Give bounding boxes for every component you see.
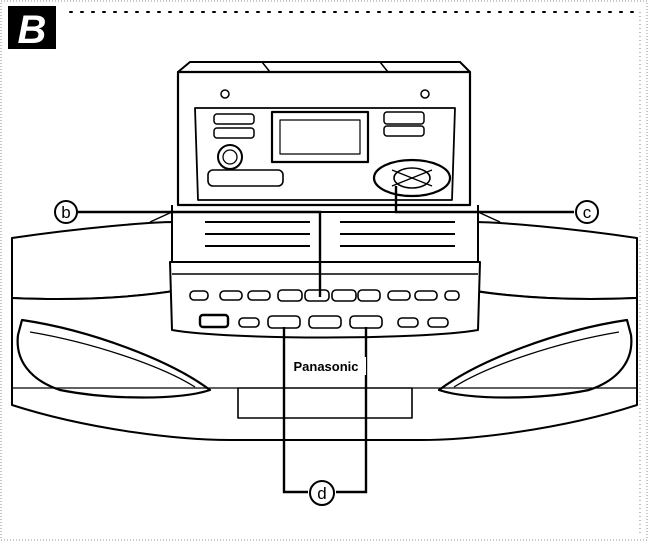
center-block: [171, 211, 479, 263]
brand-label: Panasonic: [293, 359, 358, 374]
left-speaker-grille: [16, 318, 212, 399]
leader-line-d: [282, 327, 368, 494]
leader-line-c: [394, 186, 574, 214]
callout-c-label: c: [583, 203, 592, 222]
callout-d-label: d: [317, 484, 326, 503]
boombox: [11, 61, 638, 441]
section-badge: B: [8, 6, 56, 52]
right-speaker-grille: [437, 318, 633, 399]
brand-backdrop: [286, 357, 366, 375]
callout-d: d: [309, 480, 335, 506]
lcd-display: [270, 110, 370, 164]
left-speaker-wing: [11, 221, 181, 301]
callout-c: c: [575, 200, 599, 224]
section-badge-letter: B: [18, 8, 47, 52]
right-speaker-wing: [469, 221, 638, 301]
leader-line-b: [78, 210, 322, 297]
button-row-top: [189, 289, 460, 302]
callout-b-label: b: [61, 203, 70, 222]
bottom-tray: [237, 387, 413, 419]
callout-b: b: [54, 200, 78, 224]
jog-dial: [372, 158, 452, 198]
lid-control-panel: [194, 107, 456, 201]
